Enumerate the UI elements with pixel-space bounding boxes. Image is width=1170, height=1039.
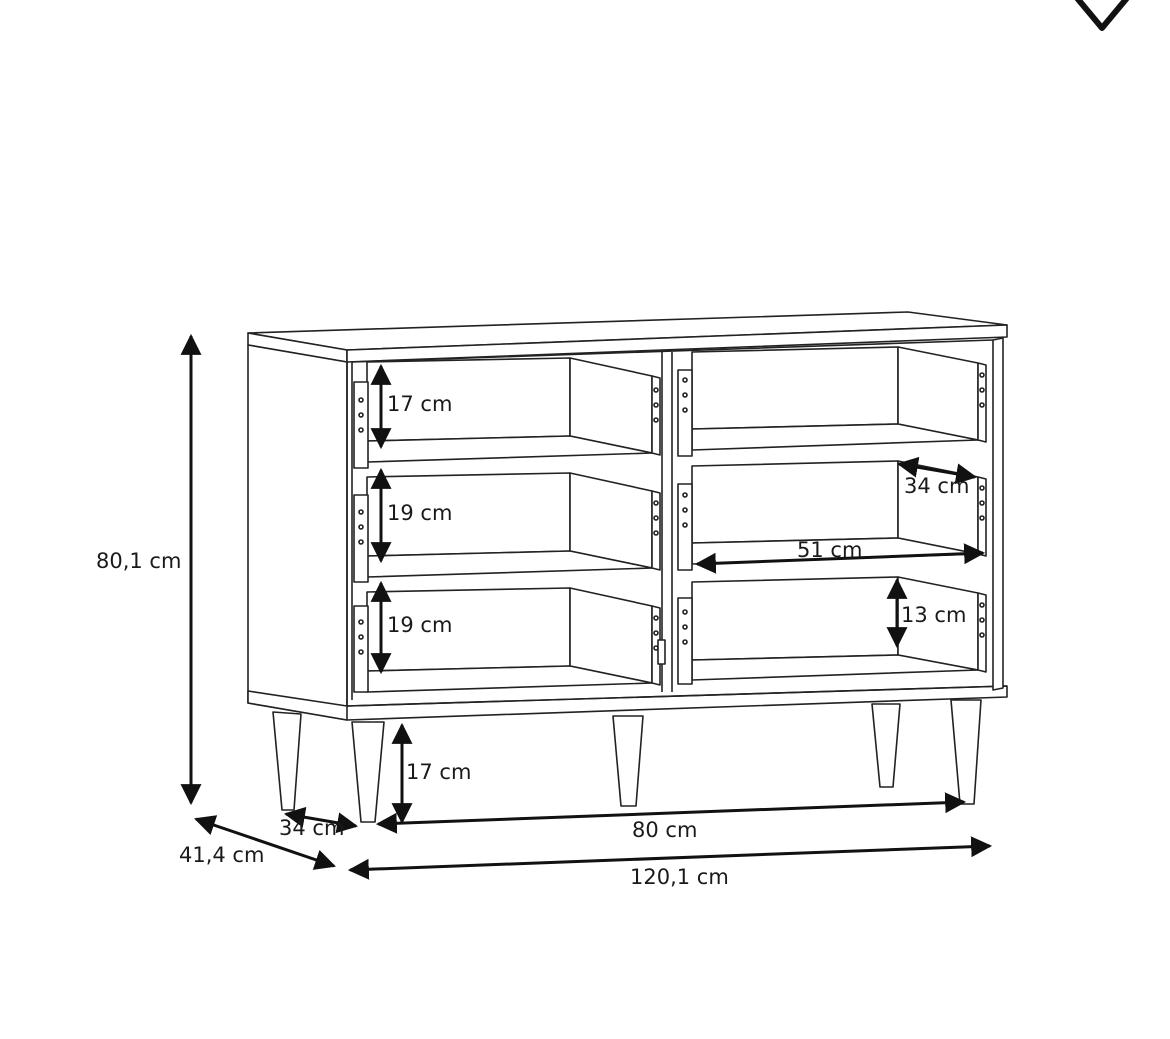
drawer-2-height-label: 19 cm bbox=[387, 501, 452, 525]
leg-middle bbox=[612, 715, 644, 807]
right-side-panel bbox=[992, 337, 1004, 691]
wishlist-button[interactable] bbox=[1058, 0, 1148, 42]
drawer-3-height-label: 19 cm bbox=[387, 613, 452, 637]
leg-back-right bbox=[871, 703, 901, 788]
heart-outline-icon bbox=[1074, 0, 1130, 31]
drawer-inner-height-label: 13 cm bbox=[901, 603, 966, 627]
inner-width-arrow bbox=[375, 792, 967, 834]
leg-depth-label: 34 cm bbox=[279, 816, 344, 840]
drawer-1-height-label: 17 cm bbox=[387, 392, 452, 416]
leg-height-label: 17 cm bbox=[406, 760, 471, 784]
leg-back-left bbox=[272, 711, 302, 811]
width-arrow bbox=[347, 836, 993, 880]
drawer-left-2 bbox=[353, 472, 661, 583]
inner-width-label: 80 cm bbox=[632, 818, 697, 842]
drawer-left-1 bbox=[353, 357, 661, 469]
drawer-right-3 bbox=[677, 576, 987, 685]
drawer-width-label: 51 cm bbox=[797, 538, 862, 562]
drawer-right-1 bbox=[677, 346, 987, 457]
dimension-labels: 80,1 cm 41,4 cm 120,1 cm 80 cm 34 cm 17 … bbox=[96, 392, 969, 889]
drawer-depth-label: 34 cm bbox=[904, 474, 969, 498]
left-side-panel bbox=[247, 344, 348, 721]
drawer-depth-arrow bbox=[896, 456, 978, 485]
leg-front-right bbox=[950, 699, 982, 805]
total-height-label: 80,1 cm bbox=[96, 549, 181, 573]
sideboard-drawing bbox=[247, 311, 1008, 823]
drawer-left-3 bbox=[353, 587, 666, 693]
drawer-width-arrow bbox=[694, 543, 986, 574]
depth-arrow bbox=[194, 815, 336, 870]
total-width-label: 120,1 cm bbox=[630, 865, 729, 889]
leg-front-left bbox=[351, 721, 385, 823]
leg-depth-arrow bbox=[283, 806, 359, 834]
total-depth-label: 41,4 cm bbox=[179, 843, 264, 867]
dimension-lines bbox=[180, 333, 993, 880]
sideboard-legs bbox=[272, 699, 982, 823]
top-panel-edge bbox=[346, 324, 1008, 363]
